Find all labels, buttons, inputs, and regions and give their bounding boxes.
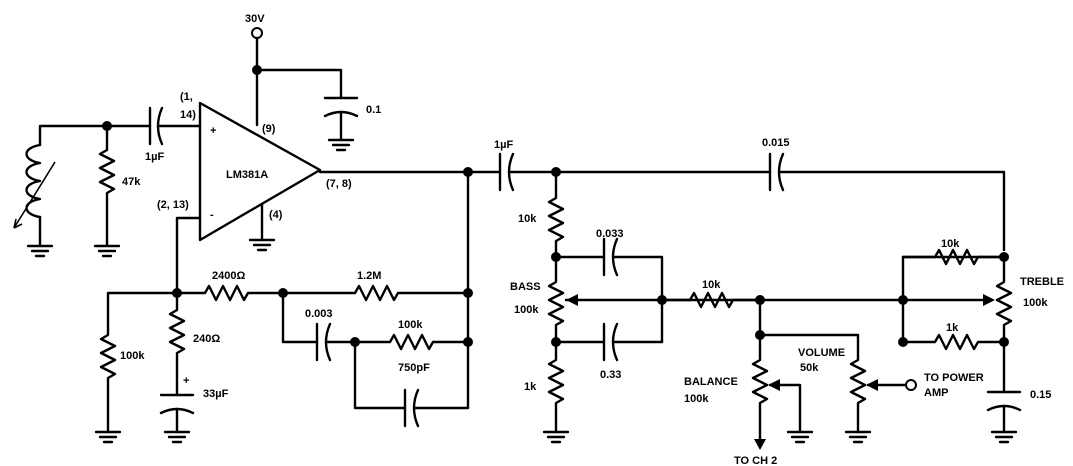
- potentiometer-balance: [751, 333, 769, 442]
- arrow-down-icon: [754, 439, 766, 450]
- capacitor-750pf-label: 750pF: [398, 362, 430, 374]
- capacitor-750pf: [403, 340, 470, 428]
- resistor-bass-10k-label: 10k: [518, 213, 537, 225]
- resistor-100k-ground-label: 100k: [120, 350, 145, 362]
- capacitor-input-label: 1µF: [145, 151, 164, 163]
- capacitor-33uf-polarity: +: [183, 375, 189, 387]
- ground-symbol: [94, 430, 122, 444]
- capacitor-33uf: [159, 393, 195, 444]
- minus-pin-label: (2, 13): [157, 199, 189, 211]
- plus-pin-label-2: 14): [180, 109, 196, 121]
- to-power-amp-line2: AMP: [924, 387, 948, 399]
- opamp-minus-sign: -: [210, 209, 214, 221]
- capacitor-0-33-label: 0.33: [600, 369, 621, 381]
- wire: [255, 68, 343, 100]
- resistor-47k: [98, 124, 116, 242]
- output-pin-label: (7, 8): [326, 178, 352, 190]
- resistor-47k-label: 47k: [122, 176, 141, 188]
- wiper-arrow: [983, 294, 995, 306]
- wiper-arrow: [768, 379, 780, 391]
- resistor-bass-1k-label: 1k: [524, 381, 537, 393]
- junction-dot: [463, 288, 473, 298]
- ground-symbol: [844, 430, 872, 444]
- ground-symbol: [786, 430, 814, 444]
- capacitor-0-015-label: 0.015: [762, 137, 790, 149]
- resistor-2400: [175, 284, 285, 302]
- resistor-240-label: 240Ω: [193, 333, 220, 345]
- capacitor-0-15: [986, 340, 1022, 444]
- wiper-arrow: [866, 379, 878, 391]
- capacitor-decoupling-label: 0.1: [366, 104, 381, 116]
- balance-value: 100k: [684, 393, 709, 405]
- potentiometer-volume: [758, 333, 867, 434]
- wiper-wire: [768, 383, 802, 434]
- resistor-treble-10k: [901, 248, 1006, 266]
- capacitor-0-033: [602, 237, 664, 344]
- resistor-treble-10k-label: 10k: [941, 238, 960, 250]
- capacitor-0-003: [315, 322, 357, 362]
- potentiometer-treble: [995, 255, 1013, 344]
- capacitor-0-033-label: 0.033: [596, 228, 624, 240]
- capacitor-0-003-label: 0.003: [305, 308, 333, 320]
- resistor-treble-1k-label: 1k: [946, 322, 959, 334]
- resistor-100k-fb: [353, 333, 470, 351]
- resistor-100k-ground: [99, 291, 179, 434]
- resistor-100k-fb-label: 100k: [398, 319, 423, 331]
- bass-pot-value: 100k: [514, 304, 539, 316]
- resistor-mid-10k-label: 10k: [702, 279, 721, 291]
- capacitor-input: [148, 106, 202, 146]
- opamp-name: LM381A: [226, 169, 268, 181]
- wire: [281, 291, 319, 344]
- capacitor-tone-coupling-label: 1µF: [494, 139, 513, 151]
- resistor-mid-10k: [660, 291, 762, 309]
- resistor-1-2m: [281, 284, 470, 302]
- treble-pot-value: 100k: [1023, 297, 1048, 309]
- plus-pin-label-1: (1,: [180, 91, 193, 103]
- capacitor-tone-coupling: [498, 152, 772, 192]
- wire: [353, 340, 407, 410]
- resistor-1-2m-label: 1.2M: [357, 270, 381, 282]
- resistor-bass-1k: [547, 340, 565, 434]
- supply-pin-label: (9): [262, 123, 276, 135]
- opamp-lm381a: [198, 101, 322, 242]
- potentiometer-bass: [547, 255, 565, 344]
- to-power-amp-line1: TO POWER: [924, 372, 984, 384]
- bass-pot-label: BASS: [510, 281, 541, 293]
- wiper-arrow: [566, 294, 578, 306]
- balance-label: BALANCE: [684, 376, 738, 388]
- ground-pin-label: (4): [269, 209, 283, 221]
- capacitor-0-015: [768, 152, 1006, 252]
- ground-symbol: [93, 238, 121, 258]
- opamp-ground: [248, 203, 276, 252]
- capacitor-33uf-label: 33µF: [203, 388, 229, 400]
- output-terminal: [905, 379, 917, 391]
- treble-pot-label: TREBLE: [1020, 276, 1064, 288]
- supply-terminal: [251, 27, 263, 39]
- volume-value: 50k: [800, 362, 819, 374]
- capacitor-decoupling: [323, 96, 359, 152]
- resistor-treble-1k: [901, 333, 1006, 351]
- supply-voltage-label: 30V: [245, 13, 265, 25]
- resistor-bass-10k: [547, 170, 565, 259]
- ground-symbol: [26, 238, 54, 258]
- resistor-2400-label: 2400Ω: [212, 270, 245, 282]
- opamp-plus-sign: +: [210, 125, 216, 137]
- wire: [175, 216, 202, 295]
- input-coil: [13, 124, 109, 242]
- to-ch2-label: TO CH 2: [734, 455, 777, 466]
- volume-label: VOLUME: [798, 347, 845, 359]
- capacitor-0-15-label: 0.15: [1030, 389, 1051, 401]
- resistor-240: [168, 291, 186, 397]
- capacitor-0-33: [602, 322, 664, 362]
- ground-symbol: [542, 430, 570, 444]
